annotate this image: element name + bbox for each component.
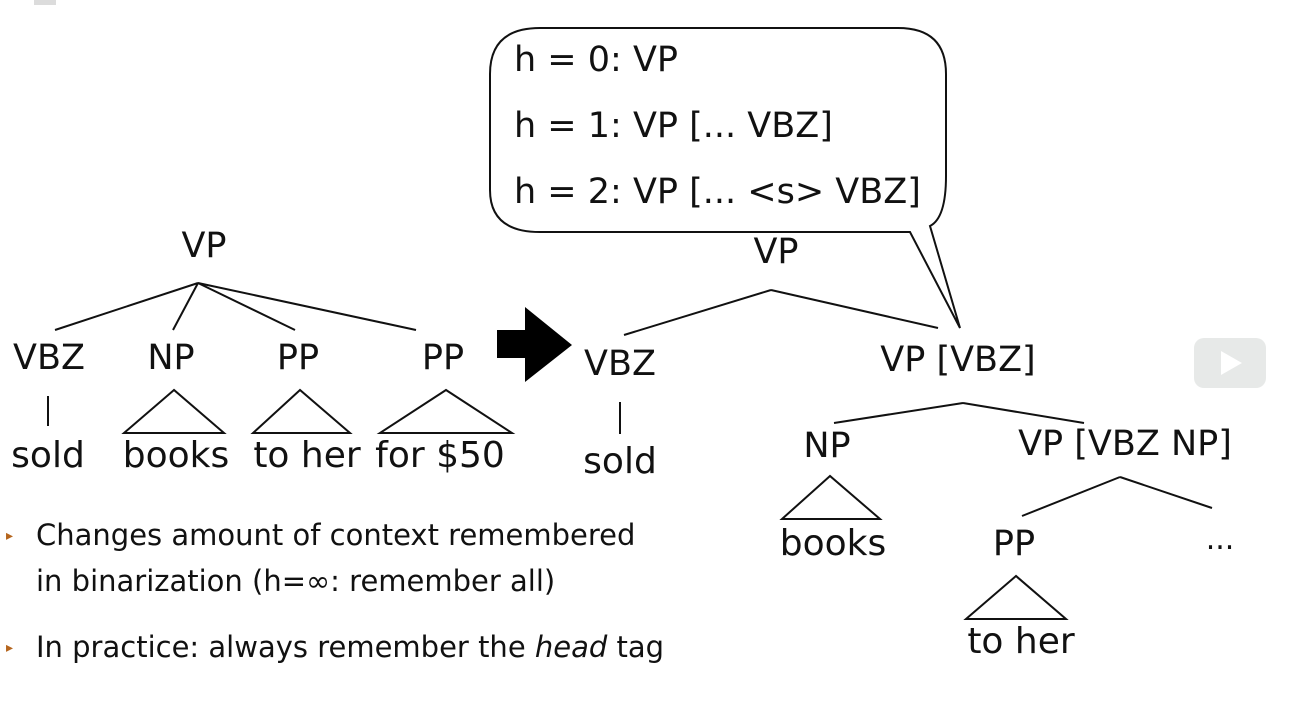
left-leaf-for-50: for $50 — [375, 435, 505, 476]
right-leaf-sold: sold — [583, 441, 657, 482]
edge-rvp-vbz — [623, 289, 772, 336]
play-icon — [1221, 351, 1242, 375]
speech-bubble — [489, 27, 961, 329]
triangle-to-her — [963, 574, 1069, 620]
bubble-line-h1: h = 1: VP [... VBZ] — [514, 106, 833, 146]
bubble-line-h0: h = 0: VP — [514, 40, 678, 80]
right-np-label: NP — [803, 426, 851, 466]
play-button[interactable] — [1194, 338, 1266, 388]
left-vbz-label: VBZ — [13, 338, 85, 378]
right-vp-vbz-label: VP [VBZ] — [880, 340, 1036, 380]
triangle-books — [779, 474, 883, 520]
right-root-label: VP — [753, 232, 799, 272]
edge-vpvbz-vpinner — [962, 402, 1085, 424]
left-leaf-books: books — [122, 435, 230, 476]
edge-vp-pp1 — [197, 282, 296, 331]
bubble-line-h2: h = 2: VP [... <s> VBZ] — [514, 172, 921, 212]
bullet-2-prefix: In practice: always remember the — [36, 630, 535, 664]
bullet-1-line-1: Changes amount of context remembered — [36, 518, 636, 552]
left-leaf-sold: sold — [11, 435, 85, 476]
right-ellipsis: ... — [1205, 522, 1235, 557]
edge-vpinner-pp — [1021, 476, 1121, 517]
bullet-2-emphasis: head — [534, 630, 608, 664]
left-leaf-to-her: to her — [253, 435, 361, 476]
triangle-pp2 — [376, 388, 516, 434]
triangle-np — [121, 388, 227, 434]
edge-vp-np — [172, 282, 199, 331]
right-leaf-books: books — [779, 523, 887, 564]
left-pp2-label: PP — [421, 338, 465, 378]
right-arrow-icon — [497, 307, 572, 382]
right-vbz-label: VBZ — [584, 344, 656, 384]
right-pp-label: PP — [992, 524, 1036, 564]
left-pp1-label: PP — [276, 338, 320, 378]
right-leaf-to-her: to her — [967, 621, 1075, 662]
edge-rvp-vpvbz — [770, 289, 939, 329]
edge-vp-vbz — [54, 282, 199, 331]
left-root-label: VP — [181, 226, 227, 266]
bullet-2: In practice: always remember the head ta… — [36, 624, 664, 670]
edge-vp-pp2 — [197, 282, 417, 331]
bullet-2-suffix: tag — [607, 630, 665, 664]
right-vp-vbz-np-label: VP [VBZ NP] — [1018, 424, 1232, 464]
triangle-pp1 — [250, 388, 353, 434]
corner-mark — [34, 0, 56, 5]
bullet-marker: ▸ — [6, 528, 14, 544]
bullet-marker: ▸ — [6, 640, 14, 656]
edge-vpinner-ellipsis — [1119, 476, 1213, 509]
left-np-label: NP — [147, 338, 195, 378]
edge-vpvbz-np — [833, 402, 964, 424]
bullet-1-line-2: in binarization (h=∞: remember all) — [36, 564, 556, 598]
